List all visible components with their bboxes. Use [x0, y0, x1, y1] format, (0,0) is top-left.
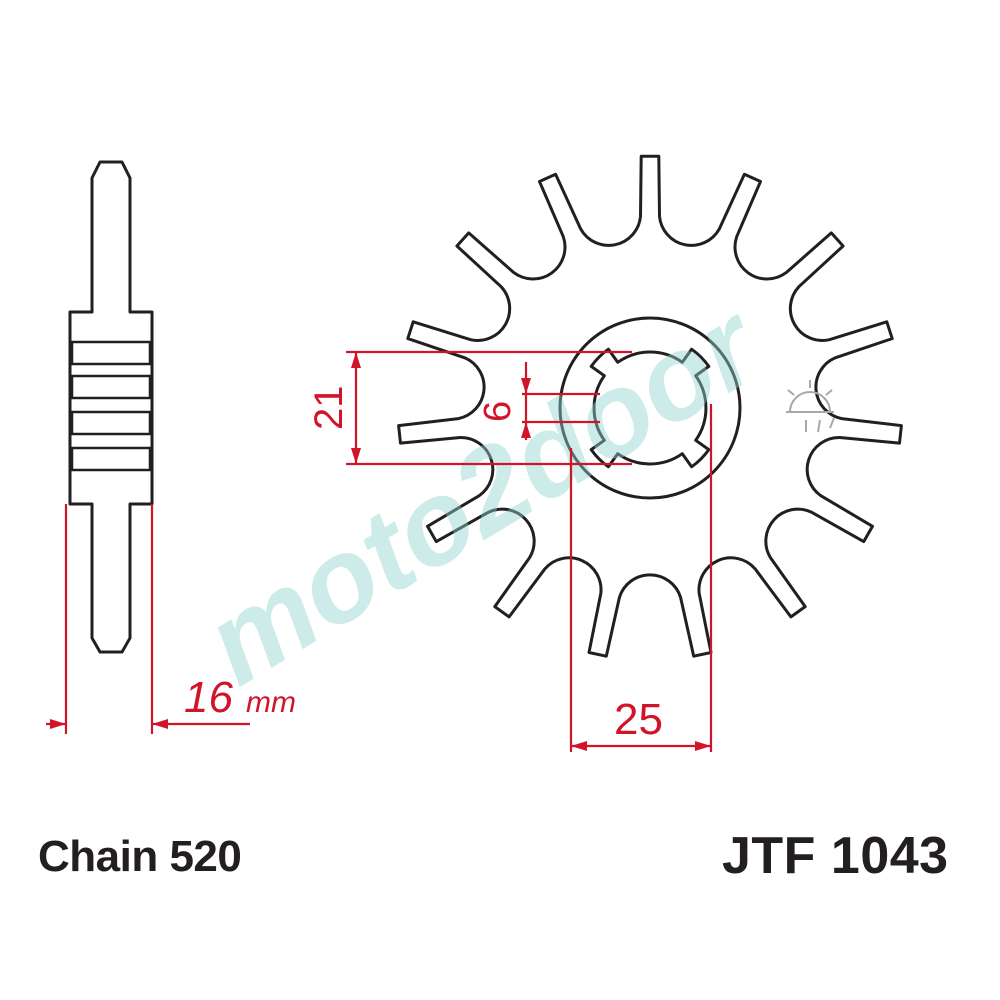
width-value: 16 — [184, 673, 233, 722]
dimension-bore: 25 — [569, 404, 713, 752]
side-profile-body — [68, 160, 154, 654]
width-unit: mm — [246, 686, 296, 719]
hub-bore-circle — [558, 316, 742, 500]
part-number-label: JTF 1043 — [722, 827, 949, 885]
watermark: moto2door — [183, 277, 784, 711]
spline-outline — [589, 347, 711, 469]
dimension-spline-diameter: 21 — [307, 350, 632, 466]
bore-value: 25 — [614, 695, 663, 744]
side-profile-hub — [70, 340, 152, 472]
sprocket-teeth-outline — [397, 154, 903, 658]
watermark-logo-icon — [786, 380, 835, 433]
dimension-width: 16 mm — [46, 504, 296, 734]
dimension-key-width: 6 — [477, 362, 600, 440]
side-profile — [68, 160, 154, 654]
chain-size-label: Chain 520 — [38, 832, 242, 881]
key-width-value: 6 — [477, 401, 519, 422]
spline-diameter-value: 21 — [307, 386, 351, 431]
